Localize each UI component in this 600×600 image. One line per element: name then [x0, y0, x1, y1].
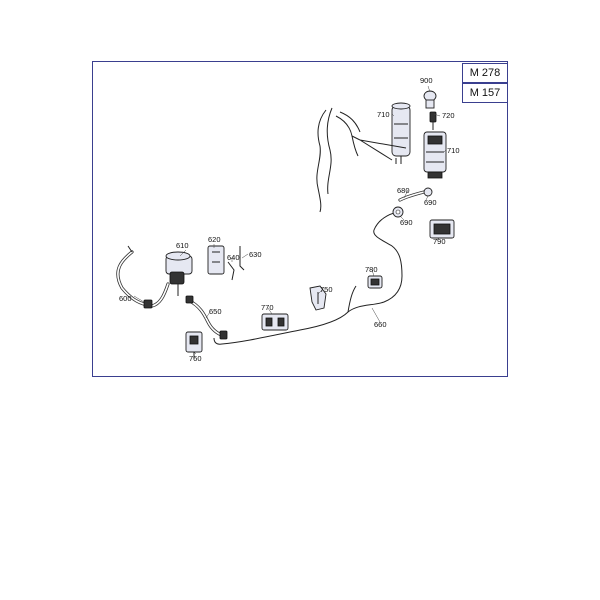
purge-valve-assembly: [165, 245, 245, 296]
part-label-760[interactable]: 760: [189, 354, 202, 363]
diagram-frame: [92, 61, 508, 377]
part-label-630[interactable]: 630: [249, 250, 262, 259]
part-label-720[interactable]: 720: [442, 111, 455, 120]
wiring-harness: [316, 107, 407, 213]
part-label-620[interactable]: 620: [208, 235, 221, 244]
part-label-690-a[interactable]: 690: [424, 198, 437, 207]
part-label-770[interactable]: 770: [261, 303, 274, 312]
part-label-660[interactable]: 660: [374, 320, 387, 329]
part-label-750[interactable]: 750: [320, 285, 333, 294]
part-label-780[interactable]: 780: [365, 265, 378, 274]
canister-710: [423, 131, 447, 179]
part-label-680[interactable]: 680: [397, 186, 410, 195]
clip-780: [367, 275, 383, 289]
part-labels: 600 610 620 630 640 650 660 680 690 690 …: [119, 76, 460, 363]
clip-640: [227, 261, 235, 281]
sensor-900-720: [423, 90, 437, 130]
fuel-filter-710: [391, 102, 411, 164]
part-label-790[interactable]: 790: [433, 237, 446, 246]
bracket-620: [207, 245, 225, 275]
model-label-m278[interactable]: M 278: [462, 63, 508, 83]
model-label-text: M 278: [469, 67, 501, 79]
model-label-text: M 157: [469, 87, 501, 99]
part-label-710-a[interactable]: 710: [377, 110, 390, 119]
bracket-770: [261, 313, 289, 331]
model-label-m157[interactable]: M 157: [462, 83, 508, 103]
hose-600: [116, 245, 170, 309]
part-label-900[interactable]: 900: [420, 76, 433, 85]
part-label-650[interactable]: 650: [209, 307, 222, 316]
hose-end: [185, 295, 194, 304]
leader-lines: [133, 85, 447, 355]
part-label-690-b[interactable]: 690: [400, 218, 413, 227]
hose-clamp: [143, 299, 153, 309]
part-label-600[interactable]: 600: [119, 294, 132, 303]
part-label-710-b[interactable]: 710: [447, 146, 460, 155]
hose-650: [185, 295, 228, 340]
bracket-630: [239, 246, 245, 271]
hose-end: [219, 330, 228, 340]
main-line-660: [213, 211, 403, 345]
clip-680-690: [392, 187, 433, 218]
part-label-610[interactable]: 610: [176, 241, 189, 250]
part-label-640[interactable]: 640: [227, 253, 240, 262]
connector-790: [429, 219, 455, 239]
